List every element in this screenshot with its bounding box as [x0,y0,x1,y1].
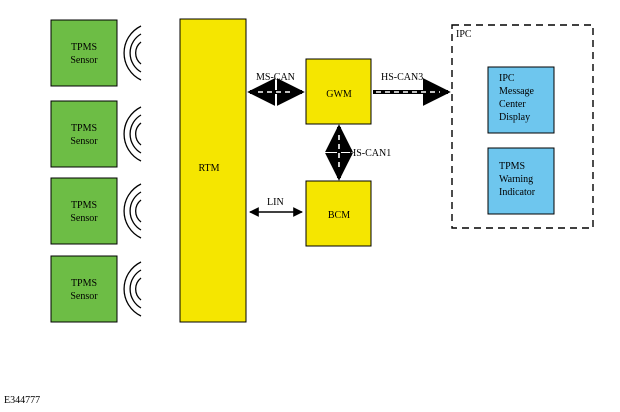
radio-wave-icon-1 [123,25,142,81]
tpms-sensor-4: TPMS Sensor [50,255,118,323]
tpms-sensor-2: TPMS Sensor [50,100,118,168]
rtm-module: RTM [179,18,247,323]
ipc-display-line4: Display [499,112,530,123]
warning-line1: TPMS [499,161,525,172]
gwm-module: GWM [305,58,372,125]
hs-can1-link: HS-CAN1 [325,124,391,181]
ipc-title: IPC [456,29,472,40]
sensor-3-label-line1: TPMS [71,200,97,211]
figure-id: E344777 [4,395,41,406]
hs-can3-link: HS-CAN3 [373,72,451,106]
sensor-1-label-line1: TPMS [71,42,97,53]
ms-can-link: MS-CAN [247,72,305,106]
radio-wave-icon-3 [123,183,142,239]
lin-label: LIN [267,197,284,208]
rtm-label: RTM [198,163,219,174]
hs-can1-label: HS-CAN1 [349,148,391,159]
tpms-warning-indicator: TPMS Warning Indicator [487,147,555,215]
tpms-sensor-1: TPMS Sensor [50,19,118,87]
gwm-label: GWM [326,89,352,100]
hs-can3-label: HS-CAN3 [381,72,423,83]
ms-can-label: MS-CAN [256,72,295,83]
sensor-4-label-line1: TPMS [71,278,97,289]
ipc-display-line2: Message [499,86,535,97]
warning-line3: Indicator [499,187,536,198]
bcm-module: BCM [305,180,372,247]
sensor-3-label-line2: Sensor [70,213,98,224]
sensor-2-label-line1: TPMS [71,123,97,134]
ipc-message-center-display: IPC Message Center Display [487,66,555,134]
sensor-4-label-line2: Sensor [70,291,98,302]
sensor-1-label-line2: Sensor [70,55,98,66]
ipc-group: IPC IPC Message Center Display TPMS Warn… [451,24,594,229]
warning-line2: Warning [499,174,533,185]
ipc-display-line3: Center [499,99,526,110]
ipc-display-line1: IPC [499,73,515,84]
radio-wave-icon-2 [123,106,142,162]
bcm-label: BCM [328,210,350,221]
lin-link: LIN [249,197,303,217]
tpms-sensor-3: TPMS Sensor [50,177,118,245]
sensor-2-label-line2: Sensor [70,136,98,147]
radio-wave-icon-4 [123,261,142,317]
